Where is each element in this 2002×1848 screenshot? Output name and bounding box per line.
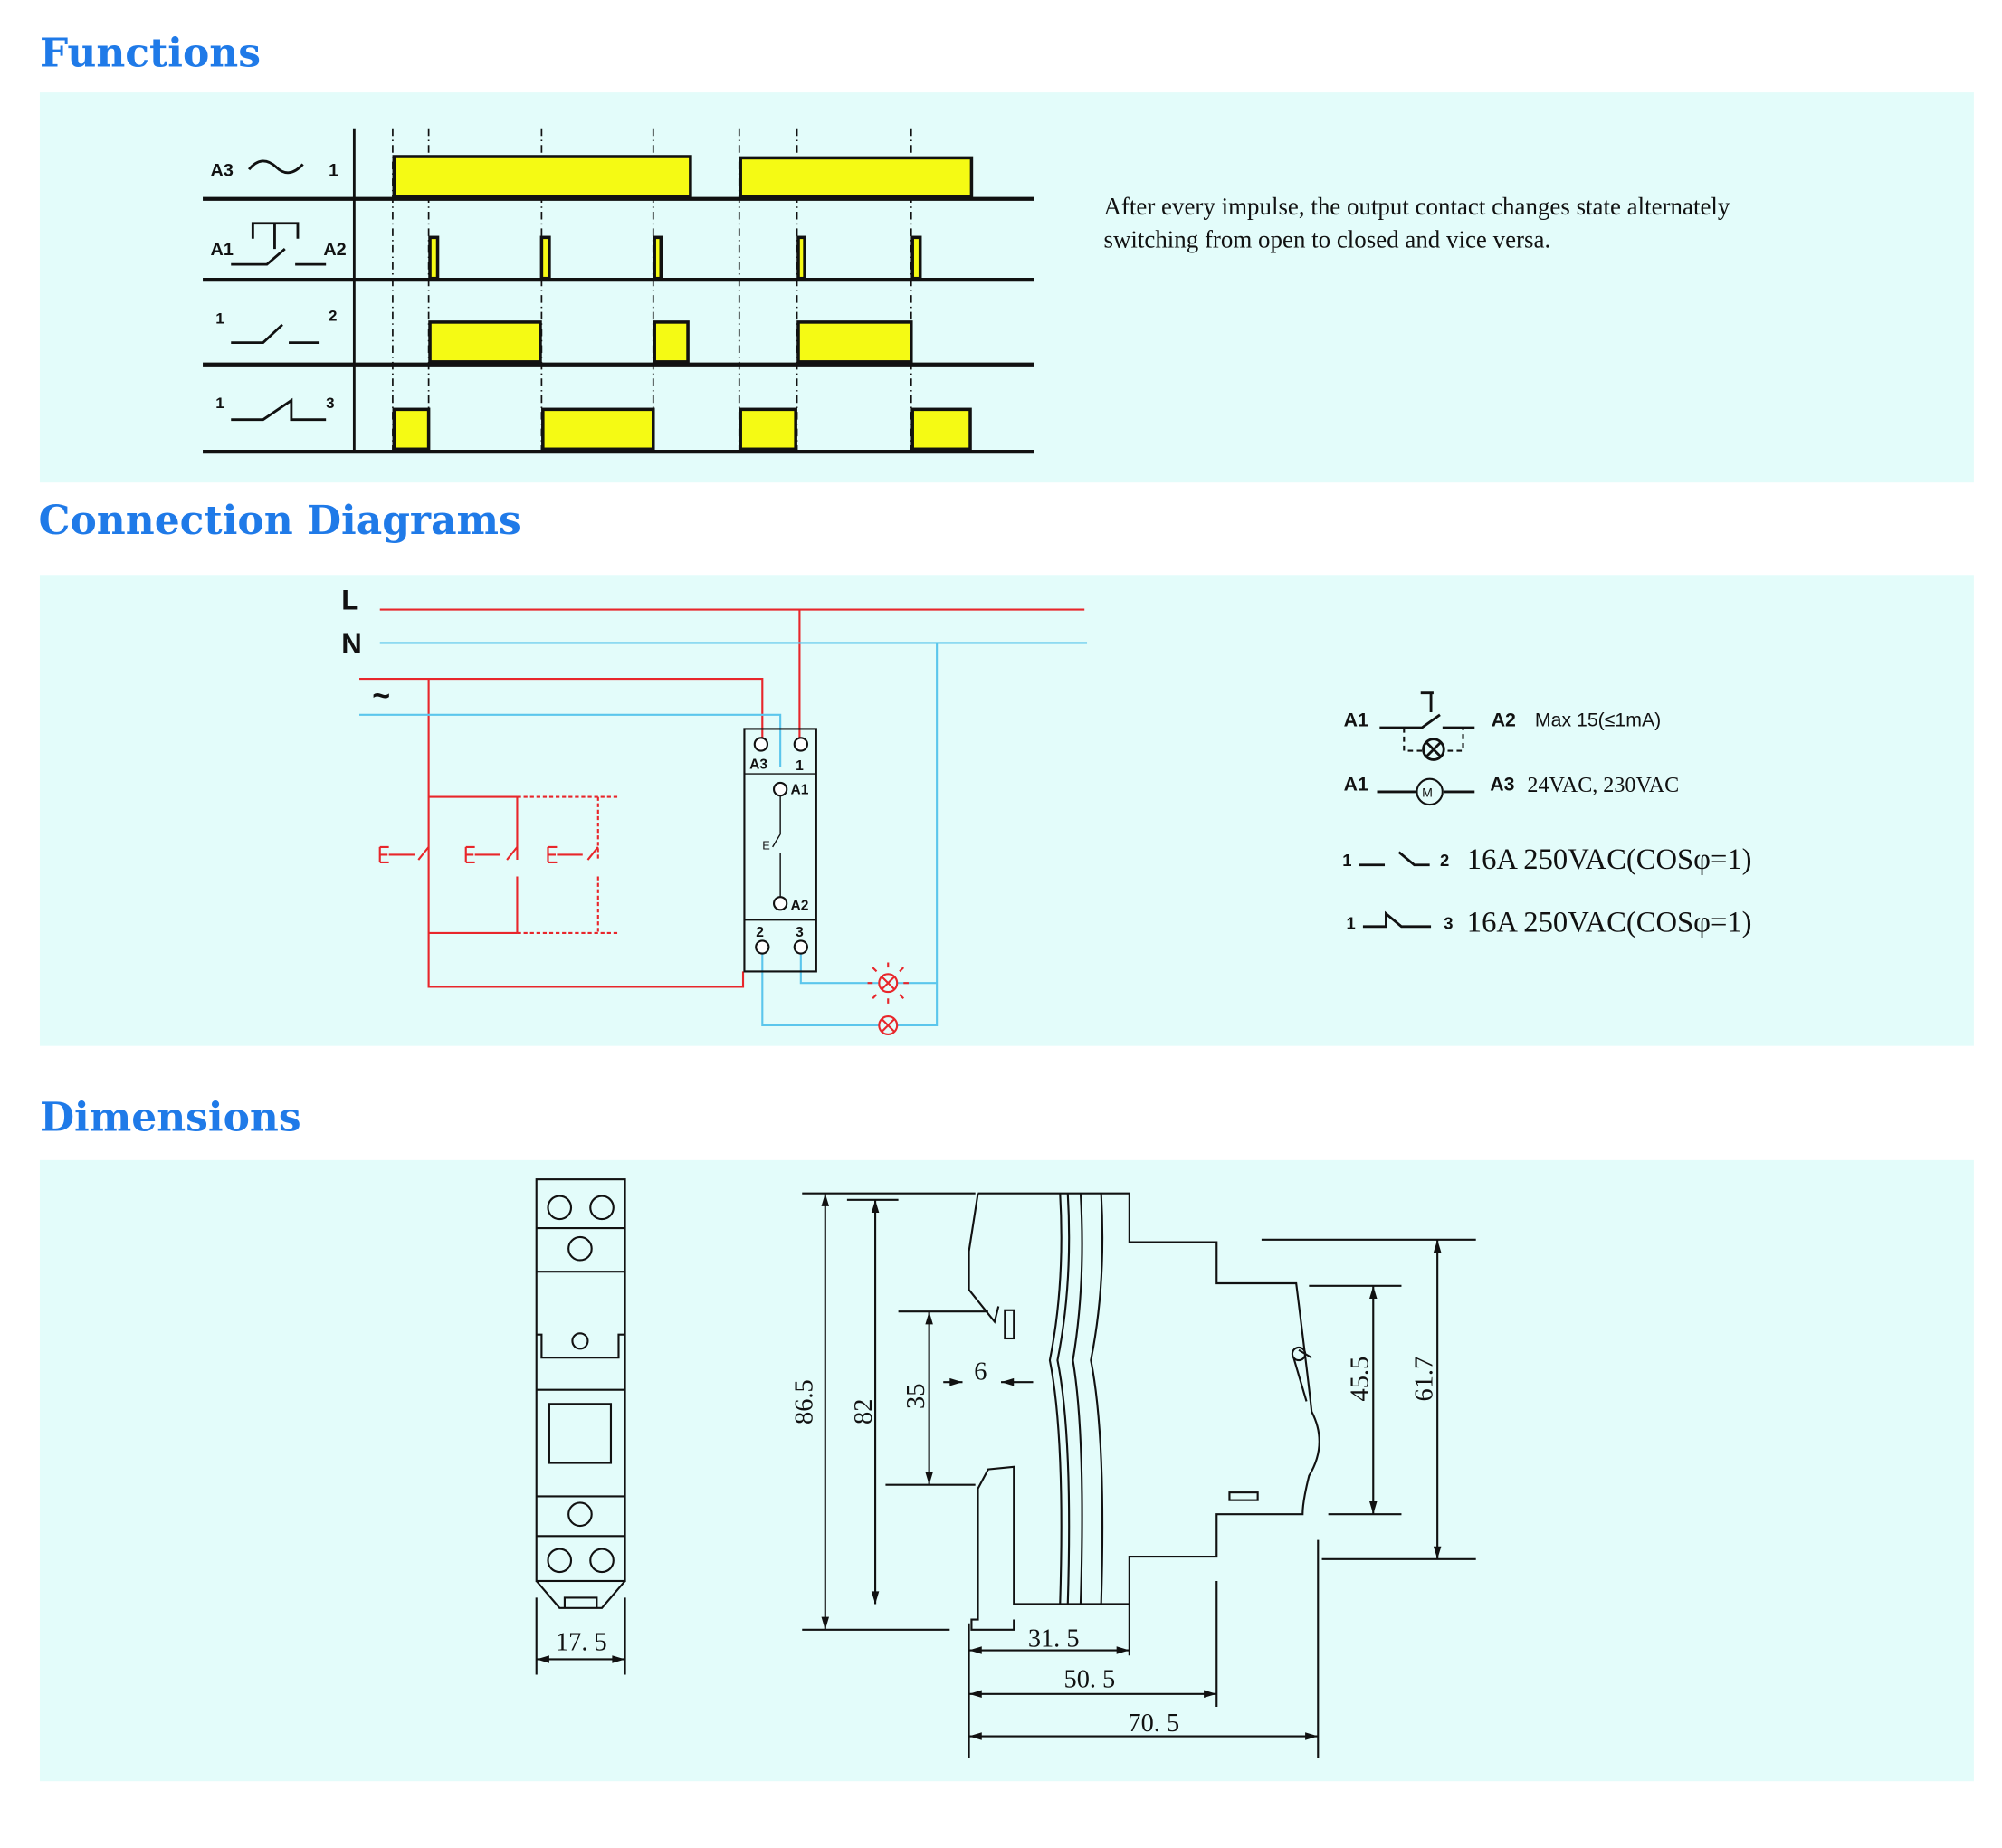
dim-din-rail-35: 35 [902,1384,930,1409]
relay-module: A3 1 A1 A2 2 3 E [743,728,817,973]
svg-text:A2: A2 [1492,710,1516,731]
dim-50-5: 50. 5 [1064,1666,1116,1694]
push-button-icon [1379,691,1475,729]
dim-31-5: 31. 5 [1028,1624,1080,1653]
no-contact-icon [231,323,320,345]
description-line: switching from open to closed and vice v… [1103,226,1550,253]
button-pulse [428,235,440,281]
row-label: A3 [211,160,234,180]
push-button-icon [231,222,327,266]
legend-text: 24VAC, 230VAC [1527,774,1679,797]
pulse-boxes [392,155,974,452]
live-wires [359,608,1085,988]
timing-diagram [203,128,1034,454]
dimensions-heading: Dimensions [40,1094,301,1140]
terminal-label: A3 [749,757,767,772]
dim-width: 17. 5 [556,1629,607,1657]
nc-contact-pulse [910,407,972,452]
motor-icon [1416,777,1444,806]
lamp-icon [1425,740,1443,758]
terminal-label: 1 [796,758,804,774]
line-n-label: N [341,628,362,660]
row-label: A1 [211,240,234,260]
nc-contact-icon [1362,910,1432,929]
terminal-label: E [762,839,770,853]
nc-contact-pulse [739,407,797,452]
dimensions-panel [39,1159,1974,1782]
dim-height-82: 82 [850,1399,878,1424]
no-contact-pulse [653,320,690,364]
terminal-label: A2 [790,898,808,913]
side-view [802,1192,1476,1758]
dim-6: 6 [974,1357,987,1386]
row-label: 3 [326,395,334,412]
svg-text:A1: A1 [1344,773,1368,795]
no-contact-pulse [796,320,913,364]
svg-text:1: 1 [1346,914,1355,933]
row-baselines [203,196,1034,454]
legend-text: 16A 250VAC(COSφ=1) [1467,843,1752,876]
row-label: A2 [323,240,346,260]
line-l-label: L [341,585,358,616]
button-pulse [653,235,663,281]
lamp-icon [867,962,909,1004]
dim-45-5: 45.5 [1347,1357,1375,1402]
a3-pulse [739,156,974,198]
motor-label: M [1422,786,1433,801]
functions-panel [39,92,1974,483]
connection-legend: M A1 A2 Max 15(≤1mA) A1 A3 24VAC, 230VAC… [1342,691,1752,938]
terminal-label: A1 [790,783,808,798]
svg-text:A1: A1 [1344,710,1368,731]
nc-contact-pulse [392,407,431,452]
terminal-label: 2 [756,925,764,940]
row-label: 1 [215,395,224,412]
wiring [359,608,1088,1027]
connection-panel [39,575,1974,1046]
dim-height-86-5: 86.5 [791,1379,819,1424]
nc-contact-pulse [541,407,655,452]
no-contact-pulse [428,320,542,364]
no-contact-icon [1358,851,1430,867]
button-pulse [910,235,922,281]
row-label: 1 [329,160,338,180]
button-pulse [796,235,806,281]
row-label: 1 [215,310,224,327]
svg-text:2: 2 [1440,851,1449,870]
neutral-wires [359,642,1088,1027]
description-line: After every impulse, the output contact … [1103,193,1730,220]
row-label: 2 [329,308,337,325]
dim-70-5: 70. 5 [1128,1710,1179,1738]
lamp-icon [878,1014,899,1035]
dim-61-7: 61.7 [1410,1357,1438,1402]
supply-label: ~ [372,679,390,713]
svg-text:1: 1 [1342,851,1351,870]
sine-wave-icon [248,159,304,175]
svg-text:A3: A3 [1490,773,1514,795]
connection-heading: Connection Diagrams [39,498,521,544]
legend-text: 16A 250VAC(COSφ=1) [1467,906,1752,938]
nc-contact-icon [231,397,327,422]
legend-text: Max 15(≤1mA) [1535,710,1661,731]
switches [378,845,583,863]
a3-pulse [392,155,692,198]
button-pulse [539,235,551,281]
functions-heading: Functions [40,31,261,77]
svg-text:3: 3 [1444,914,1453,933]
terminal-label: 3 [796,925,804,940]
front-view [535,1178,626,1675]
